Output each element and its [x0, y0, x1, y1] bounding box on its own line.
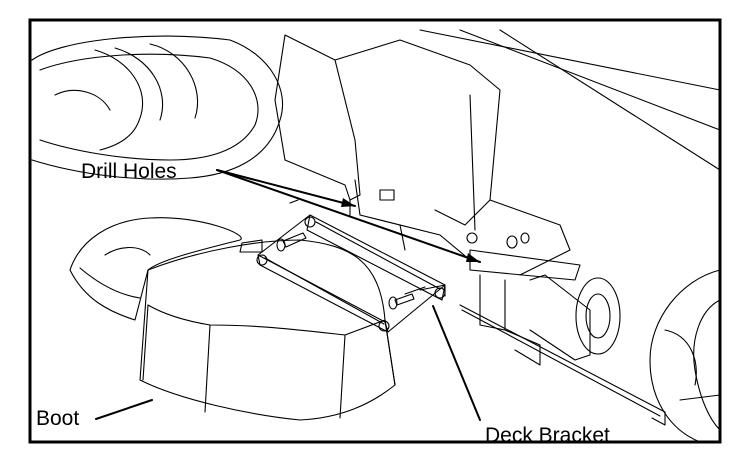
label-drill-holes: Drill Holes [81, 160, 177, 183]
fasteners [276, 199, 530, 310]
figure-border [28, 18, 722, 444]
label-deck-bracket: Deck Bracket [485, 424, 610, 447]
label-boot: Boot [36, 407, 79, 430]
left-tire [31, 35, 284, 180]
deck-bracket-part [239, 214, 446, 333]
retaining-rod [459, 304, 666, 426]
arrowheads [341, 198, 480, 262]
right-tire [649, 269, 721, 443]
leader-lines [95, 169, 481, 421]
deck-housing [274, 29, 721, 281]
boot-part [69, 217, 396, 421]
